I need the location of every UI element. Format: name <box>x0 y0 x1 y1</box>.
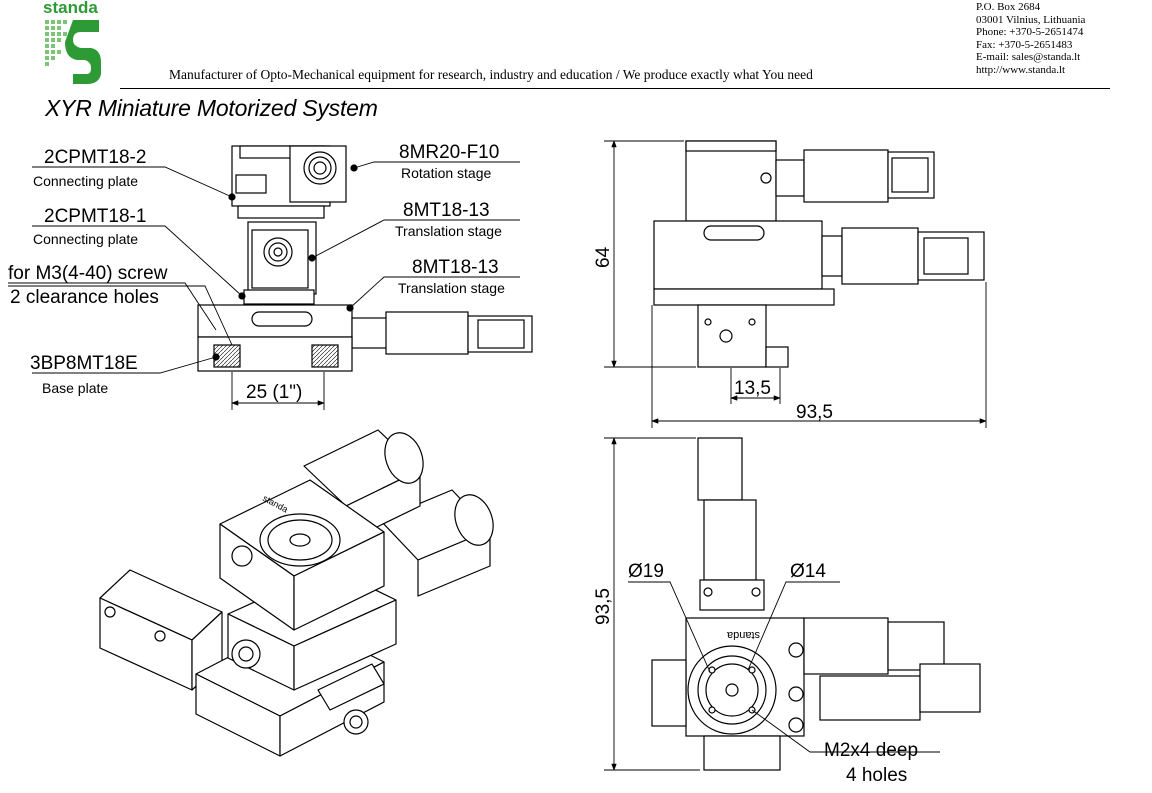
standa-logo-icon <box>45 20 101 84</box>
diameter-14-label: Ø14 <box>790 561 826 582</box>
callout-translation-bottom-code: 8MT18-13 <box>412 257 499 278</box>
front-view <box>197 145 533 372</box>
callout-rotation-code: 8MR20-F10 <box>399 142 499 163</box>
callout-translation-top-code: 8MT18-13 <box>403 200 490 221</box>
top-dimensions <box>604 437 940 771</box>
callout-translation-top-desc: Translation stage <box>395 223 502 239</box>
contact-address: 03001 Vilnius, Lithuania <box>976 13 1086 26</box>
side-dimensions <box>604 140 987 428</box>
top-labels: 93,5 Ø19 Ø14 M2x4 deep 4 holes standa <box>593 561 918 786</box>
callout-2cpmt18-1-desc: Connecting plate <box>33 231 138 247</box>
callout-2cpmt18-2-desc: Connecting plate <box>33 173 138 189</box>
contact-email[interactable]: E-mail: sales@standa.lt <box>976 51 1081 63</box>
holes-label-line1: M2x4 deep <box>824 740 918 761</box>
callout-rotation-desc: Rotation stage <box>401 165 491 181</box>
side-view <box>653 140 985 368</box>
top-view <box>651 437 981 771</box>
dimension-93-5-height: 93,5 <box>593 588 614 625</box>
callout-2cpmt18-1-code: 2CPMT18-1 <box>44 206 146 227</box>
contact-fax: Fax: +370-5-2651483 <box>976 38 1073 51</box>
contact-phone: Phone: +370-5-2651474 <box>976 26 1084 38</box>
holes-label-line2: 4 holes <box>846 765 907 786</box>
callout-base-code: 3BP8MT18E <box>30 353 138 374</box>
dimension-25: 25 (1") <box>246 382 302 403</box>
callout-translation-bottom-desc: Translation stage <box>398 280 505 296</box>
dimension-13-5: 13,5 <box>734 378 771 399</box>
diameter-19-label: Ø19 <box>628 561 664 582</box>
callout-base-desc: Base plate <box>42 380 108 396</box>
callout-screw-desc: 2 clearance holes <box>10 287 159 308</box>
page-title: XYR Miniature Motorized System <box>45 95 378 121</box>
dimension-64: 64 <box>593 246 614 268</box>
callout-screw-code: for M3(4-40) screw <box>8 263 168 284</box>
side-labels: 64 13,5 93,5 <box>593 246 833 423</box>
dimension-93-5-width: 93,5 <box>796 402 833 423</box>
header-divider <box>120 88 1110 89</box>
logo-wordmark: standa <box>43 0 98 17</box>
company-tagline: Manufacturer of Opto-Mechanical equipmen… <box>169 67 813 82</box>
top-engraving: standa <box>726 629 760 641</box>
contact-po-box: P.O. Box 2684 <box>976 1 1041 13</box>
isometric-view <box>99 429 494 757</box>
front-labels: 2CPMT18-2 Connecting plate 2CPMT18-1 Con… <box>8 142 505 403</box>
front-leaders <box>8 161 520 410</box>
contact-block: P.O. Box 2684 03001 Vilnius, Lithuania P… <box>976 1 1085 76</box>
contact-website[interactable]: http://www.standa.lt <box>976 63 1066 76</box>
callout-2cpmt18-2-code: 2CPMT18-2 <box>44 147 146 168</box>
